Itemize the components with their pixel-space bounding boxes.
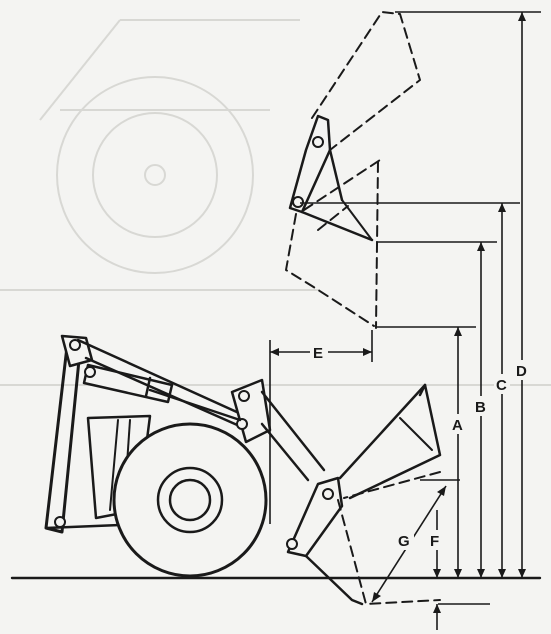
- frame-pivot-low: [54, 516, 66, 528]
- bucket-dump-low-dashed: [337, 471, 441, 605]
- cylinder-pin: [84, 366, 96, 378]
- label-g: G: [398, 533, 410, 550]
- label-c: C: [496, 377, 507, 394]
- label-e: E: [313, 345, 323, 362]
- label-f: F: [430, 533, 439, 550]
- label-d: D: [516, 363, 527, 380]
- label-b: B: [475, 399, 486, 416]
- bucket-pin-upper: [322, 488, 334, 500]
- bucket-lowered: [286, 383, 442, 606]
- bucket-raised: [288, 114, 374, 242]
- frame-pivot-top: [69, 339, 81, 351]
- background-ghost-tractor: [0, 19, 551, 386]
- front-wheel: [112, 422, 268, 578]
- dimension-lines: [269, 11, 541, 630]
- bucket-pin-lower: [286, 538, 298, 550]
- bucket-raised-dashed-outline: [285, 11, 421, 329]
- dimension-labels: A B C D E F G: [310, 343, 530, 550]
- label-a: A: [452, 417, 463, 434]
